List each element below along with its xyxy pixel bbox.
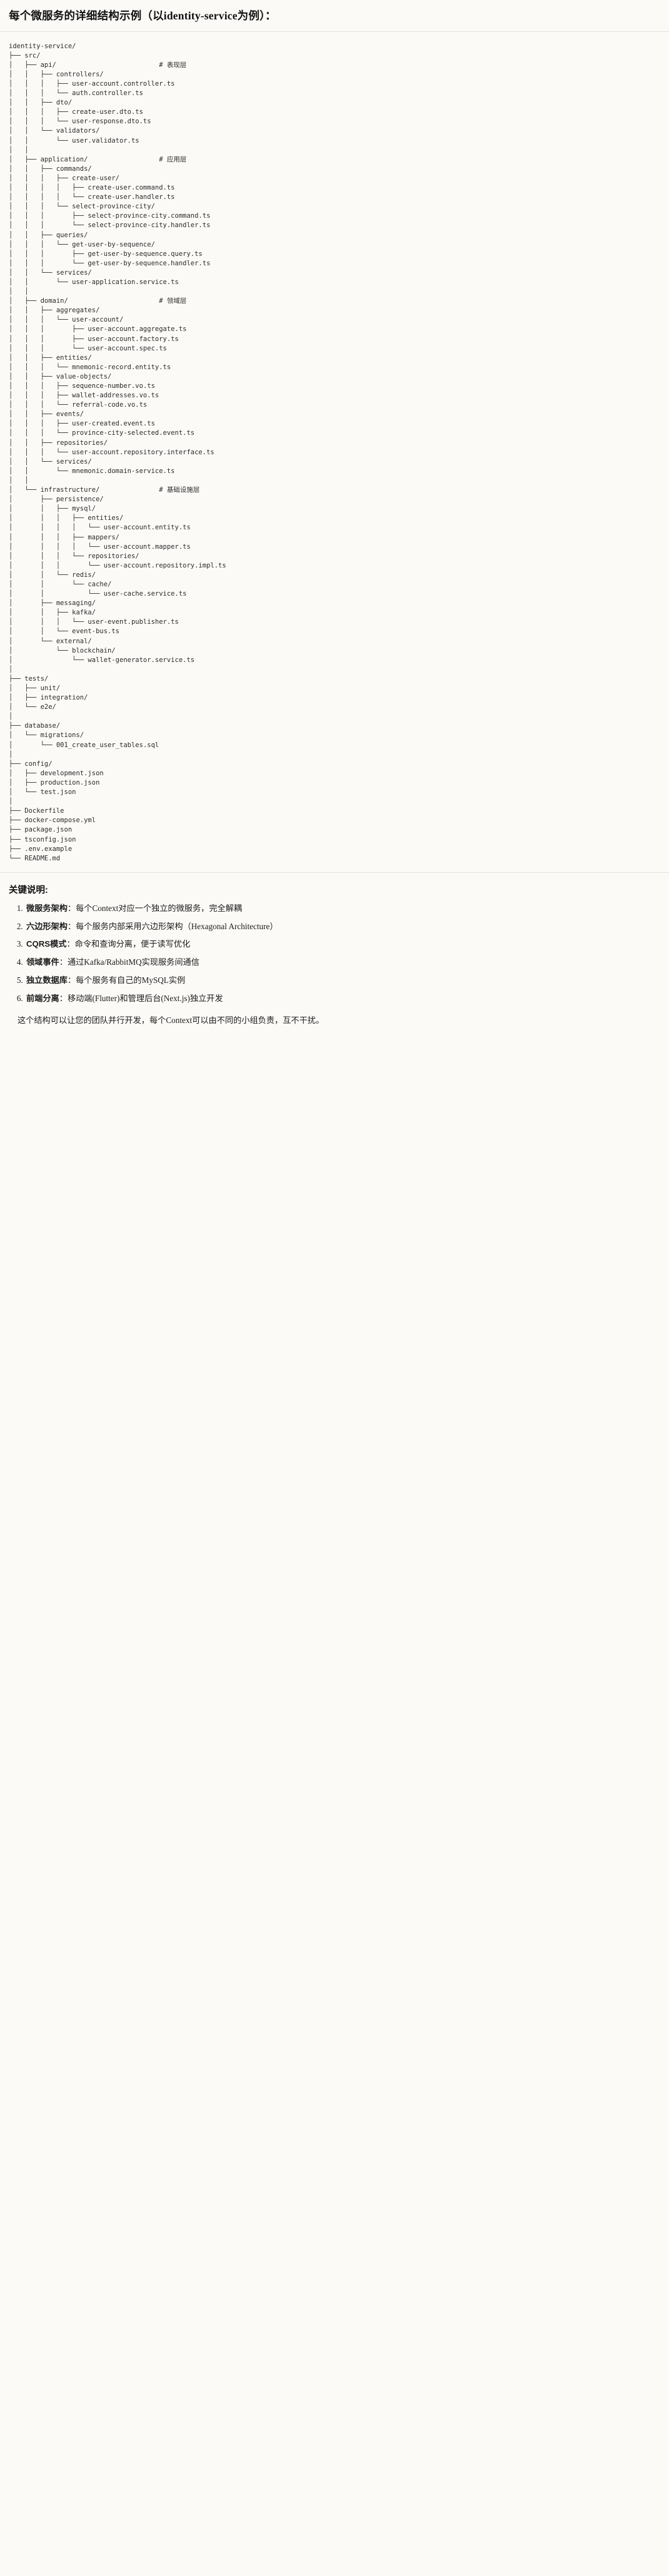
- note-separator: ：: [67, 975, 76, 985]
- note-description: 每个服务有自己的MySQL实例: [76, 975, 186, 985]
- list-item: 领域事件：通过Kafka/RabbitMQ实现服务间通信: [25, 956, 660, 969]
- page-title-suffix: ：: [265, 9, 276, 22]
- note-term: 微服务架构: [26, 903, 68, 913]
- title-divider: [0, 31, 669, 32]
- note-term: 前端分离: [26, 993, 59, 1003]
- note-description: 命令和查询分离，便于读写优化: [74, 939, 191, 949]
- closing-paragraph: 这个结构可以让您的团队并行开发，每个Context可以由不同的小组负责，互不干扰…: [18, 1015, 324, 1025]
- note-description: 移动端(Flutter)和管理后台(Next.js)独立开发: [67, 993, 223, 1003]
- note-term: CQRS模式: [26, 939, 67, 949]
- document-page: 每个微服务的详细结构示例（以identity-service为例）： ident…: [0, 0, 669, 1042]
- directory-tree-block: identity-service/ ├── src/ │ ├── api/ # …: [0, 31, 669, 872]
- list-item: 前端分离：移动端(Flutter)和管理后台(Next.js)独立开发: [25, 992, 660, 1005]
- page-title-paren: （以identity-service为例）: [141, 9, 266, 22]
- note-term: 六边形架构: [26, 921, 68, 931]
- page-title-prefix: 每个微服务的详细结构示例: [9, 9, 142, 22]
- note-separator: ：: [59, 993, 68, 1003]
- note-separator: ：: [67, 921, 76, 931]
- list-item: 独立数据库：每个服务有自己的MySQL实例: [25, 974, 660, 987]
- note-description: 每个服务内部采用六边形架构（Hexagonal Architecture）: [76, 921, 278, 931]
- key-notes-section: 关键说明: 微服务架构：每个Context对应一个独立的微服务，完全解耦 六边形…: [0, 873, 669, 1042]
- note-description: 每个Context对应一个独立的微服务，完全解耦: [76, 903, 243, 913]
- page-title: 每个微服务的详细结构示例（以identity-service为例）：: [0, 0, 669, 31]
- list-item: CQRS模式：命令和查询分离，便于读写优化: [25, 938, 660, 950]
- list-item: 六边形架构：每个服务内部采用六边形架构（Hexagonal Architectu…: [25, 920, 660, 933]
- note-term: 领域事件: [26, 957, 59, 967]
- note-separator: ：: [66, 939, 75, 949]
- list-item: 微服务架构：每个Context对应一个独立的微服务，完全解耦: [25, 902, 660, 915]
- directory-tree: identity-service/ ├── src/ │ ├── api/ # …: [9, 42, 226, 862]
- tree-divider: [0, 872, 669, 873]
- key-notes-list: 微服务架构：每个Context对应一个独立的微服务，完全解耦 六边形架构：每个服…: [9, 902, 660, 1005]
- note-description: 通过Kafka/RabbitMQ实现服务间通信: [67, 957, 199, 967]
- note-term: 独立数据库: [26, 975, 68, 985]
- note-separator: ：: [67, 903, 76, 913]
- key-notes-heading: 关键说明:: [9, 885, 48, 895]
- note-separator: ：: [59, 957, 68, 967]
